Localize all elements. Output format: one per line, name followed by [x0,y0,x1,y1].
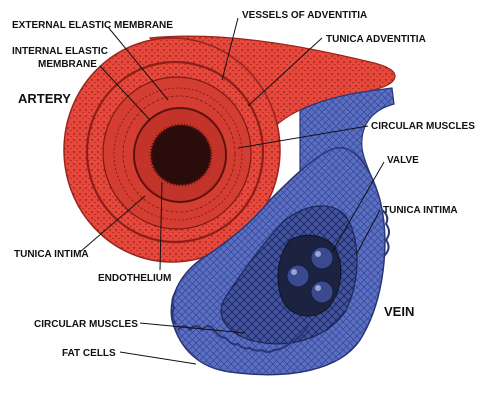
label-internal-elastic-membrane-line1: INTERNAL ELASTIC [12,46,108,57]
label-internal-elastic-membrane-line2: MEMBRANE [38,59,97,70]
label-external-elastic-membrane: EXTERNAL ELASTIC MEMBRANE [12,20,173,31]
label-fat-cells: FAT CELLS [62,348,116,359]
valve-cusp [287,265,309,287]
label-vein: VEIN [384,304,414,319]
label-artery: ARTERY [18,91,71,106]
label-circular-muscles-right: CIRCULAR MUSCLES [371,121,475,132]
label-valve: VALVE [387,155,419,166]
label-tunica-intima-left: TUNICA INTIMA [14,249,89,260]
label-circular-muscles-left: CIRCULAR MUSCLES [34,319,138,330]
label-endothelium: ENDOTHELIUM [98,273,171,284]
label-vessels-of-adventitia: VESSELS OF ADVENTITIA [242,10,367,21]
valve-cusp [311,247,333,269]
valve-cusp [311,281,333,303]
label-tunica-adventitia: TUNICA ADVENTITIA [326,34,426,45]
label-tunica-intima-right: TUNICA INTIMA [383,205,458,216]
